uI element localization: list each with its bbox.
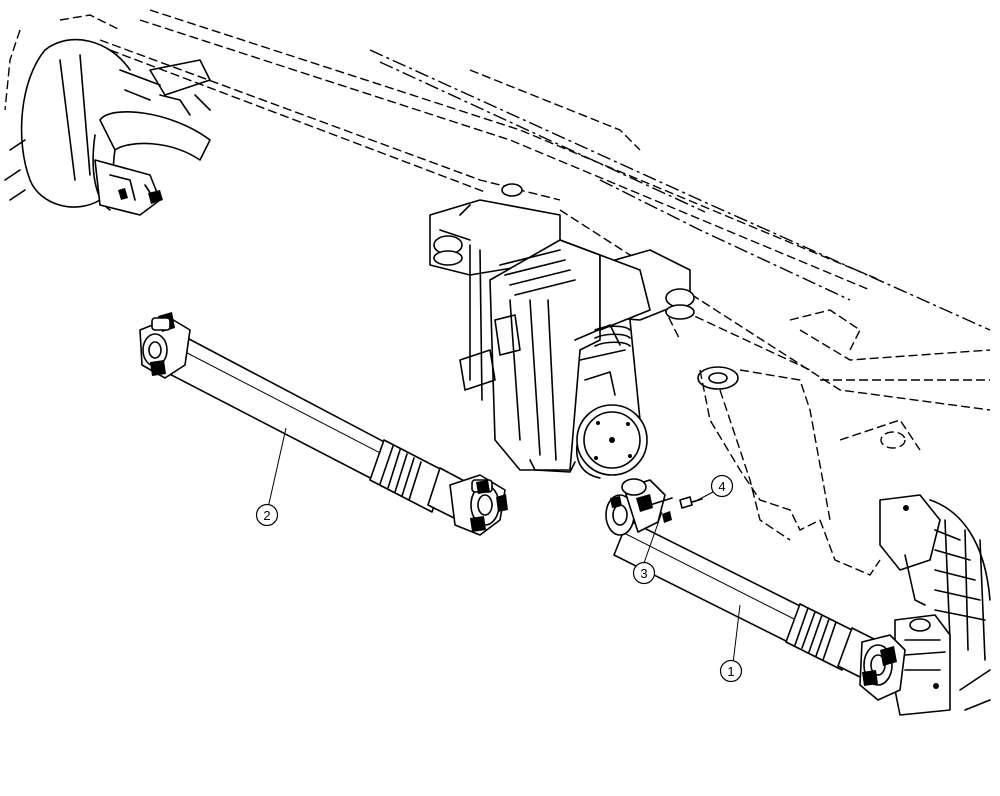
rear-axle-hub — [4, 14, 211, 216]
frame-rails — [99, 9, 991, 411]
callout-3: 3 — [632, 511, 663, 585]
callout-4-label: 4 — [718, 479, 725, 494]
callout-3-label: 3 — [640, 566, 647, 581]
driveshaft-2 — [139, 312, 508, 536]
front-axle-hub — [879, 494, 991, 716]
callout-1: 1 — [719, 604, 743, 683]
driveshaft-1 — [605, 478, 906, 701]
callout-1-label: 1 — [727, 664, 734, 679]
transfer-case-assembly — [429, 183, 695, 479]
callout-2: 2 — [255, 427, 287, 527]
fastener-4 — [679, 496, 703, 509]
cross-member-bracket — [697, 309, 921, 576]
callout-4: 4 — [693, 474, 734, 503]
fastener-3 — [649, 497, 673, 523]
callout-2-label: 2 — [263, 508, 270, 523]
